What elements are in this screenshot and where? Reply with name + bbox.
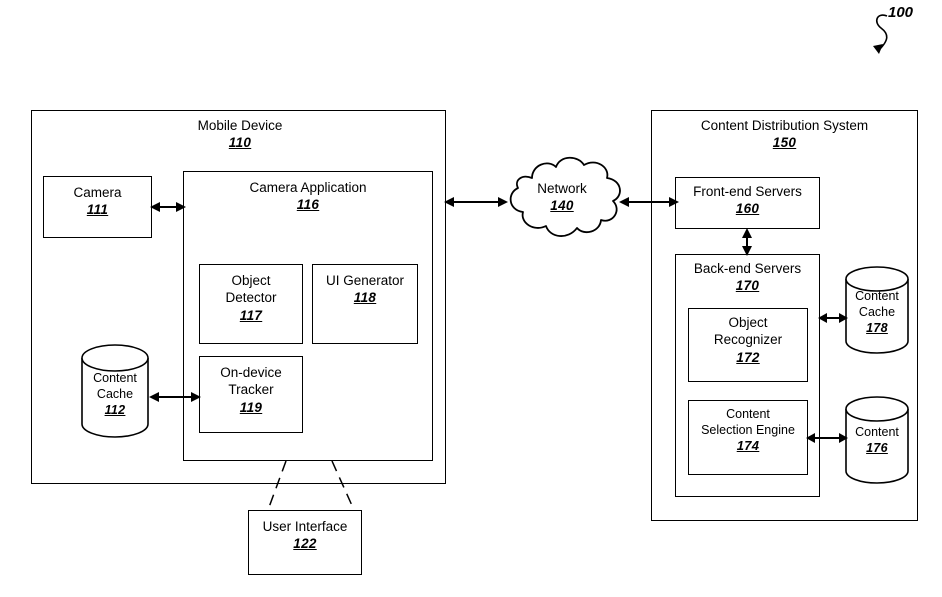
user-interface-box [248, 510, 362, 575]
network-number: 140 [550, 198, 574, 214]
ui-generator-title: UI Generator [325, 273, 405, 288]
content-cache-device-title: Content Cache [93, 371, 137, 401]
back-end-servers-label: Back-end Servers 170 [675, 260, 820, 295]
content-cache-server-title: Content Cache [855, 289, 899, 319]
user-interface-number: 122 [293, 536, 317, 552]
object-detector-title: Object Detector [225, 273, 277, 306]
content-cache-server-number: 178 [866, 321, 888, 335]
front-end-servers-box [675, 177, 820, 229]
camera-label: Camera 111 [43, 184, 152, 219]
camera-application-box [183, 171, 433, 461]
content-cache-server-label: Content Cache 178 [843, 288, 911, 336]
content-cache-device-cylinder [79, 344, 151, 438]
content-distribution-system-title: Content Distribution System [700, 118, 869, 133]
network-label: Network 140 [512, 180, 612, 215]
frontend-to-backend-arrow [738, 228, 756, 256]
network-title: Network [537, 181, 587, 196]
back-end-servers-title: Back-end Servers [693, 261, 802, 276]
content-distribution-system-number: 150 [772, 135, 797, 151]
ui-leader-line-left [264, 461, 294, 511]
network-cloud [496, 152, 628, 244]
content-store-cylinder [843, 396, 911, 484]
content-distribution-system-box [651, 110, 918, 521]
object-detector-box [199, 264, 303, 344]
back-end-servers-box [675, 254, 820, 497]
camera-application-number: 116 [296, 197, 320, 213]
mobile-device-box [31, 110, 446, 484]
content-selection-to-content-arrow [806, 429, 848, 447]
mobile-device-number: 110 [228, 135, 252, 151]
object-detector-number: 117 [239, 307, 263, 323]
figure-number: 100 [888, 4, 914, 21]
object-recognizer-box [688, 308, 808, 382]
front-end-servers-label: Front-end Servers 160 [675, 183, 820, 218]
mobile-device-label: Mobile Device 110 [130, 117, 350, 152]
camera-application-label: Camera Application 116 [193, 179, 423, 214]
content-cache-device-number: 112 [104, 403, 126, 417]
content-cache-server-cylinder [843, 266, 911, 354]
ui-generator-number: 118 [353, 290, 377, 306]
back-end-servers-number: 170 [735, 278, 760, 294]
front-end-servers-number: 160 [735, 201, 760, 217]
object-recognizer-title: Object Recognizer [713, 315, 783, 348]
ui-generator-box [312, 264, 418, 344]
user-interface-label: User Interface 122 [248, 518, 362, 553]
mobile-device-to-network-arrow [444, 193, 508, 211]
content-selection-engine-title: Content Selection Engine [701, 407, 795, 437]
object-recognizer-number: 172 [736, 349, 760, 365]
content-store-label: Content 176 [843, 424, 911, 456]
camera-number: 111 [86, 202, 109, 218]
content-selection-engine-number: 174 [736, 438, 760, 453]
content-cache-to-tracker-arrow [149, 388, 201, 406]
on-device-tracker-title: On-device Tracker [220, 365, 282, 398]
camera-application-title: Camera Application [249, 180, 367, 195]
figure-leader-arrow [855, 8, 925, 63]
content-cache-device-label: Content Cache 112 [79, 370, 151, 418]
camera-title: Camera [73, 185, 122, 200]
ui-leader-line-right [330, 461, 360, 511]
content-store-number: 176 [866, 441, 888, 455]
camera-to-app-arrow [150, 198, 186, 216]
user-interface-title: User Interface [262, 519, 348, 534]
ui-generator-label: UI Generator 118 [312, 272, 418, 307]
mobile-device-title: Mobile Device [197, 118, 283, 133]
on-device-tracker-box [199, 356, 303, 433]
network-to-frontend-arrow [619, 193, 679, 211]
backend-to-content-cache-arrow [818, 309, 848, 327]
content-store-title: Content [855, 425, 899, 439]
content-distribution-system-label: Content Distribution System 150 [661, 117, 908, 152]
front-end-servers-title: Front-end Servers [693, 184, 802, 199]
on-device-tracker-number: 119 [239, 399, 263, 415]
